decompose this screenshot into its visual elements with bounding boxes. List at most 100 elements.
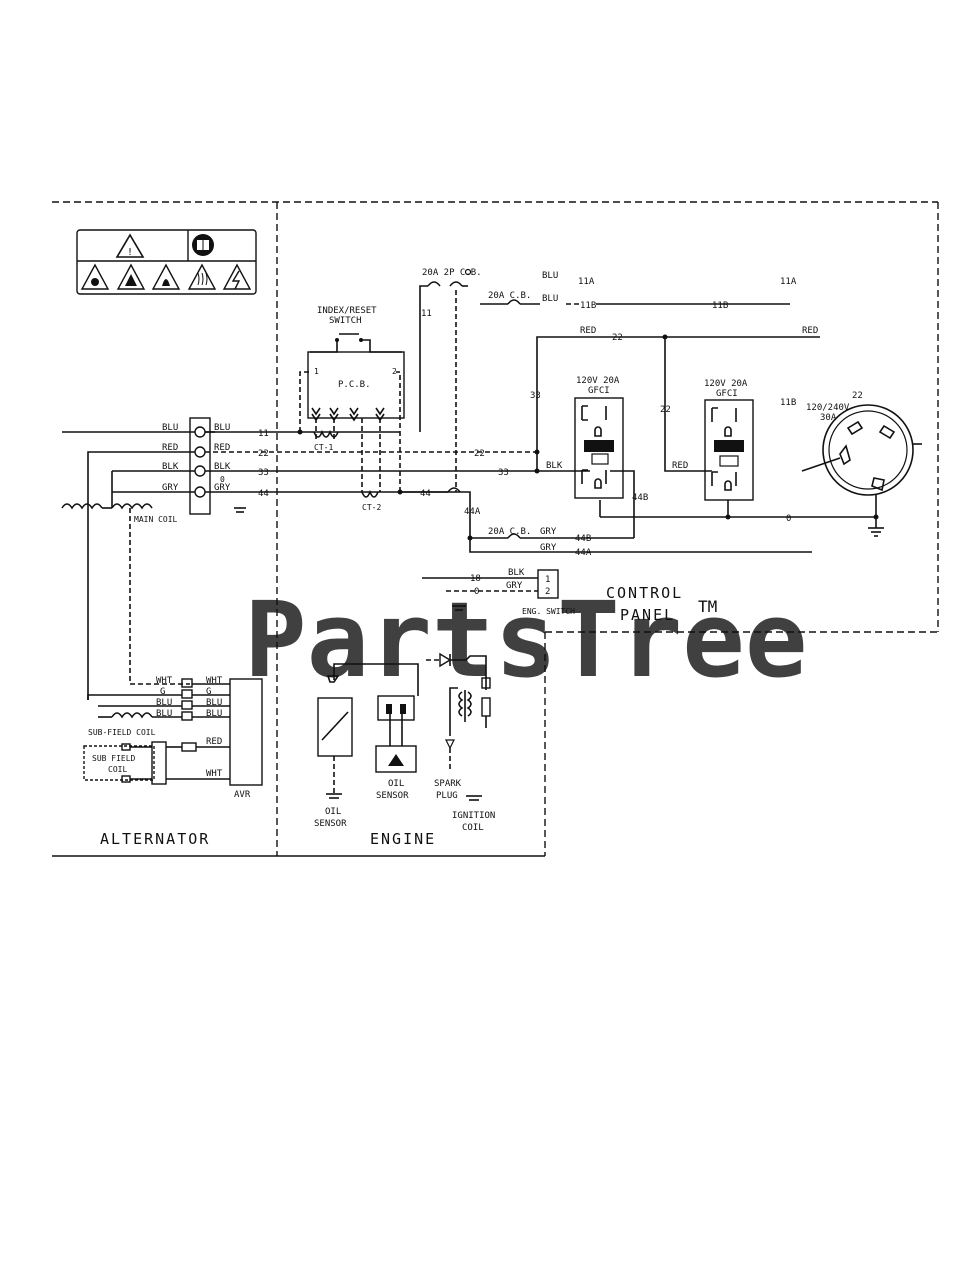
- wire-label-blk-in: BLK: [162, 462, 179, 472]
- sub-field-coil-label: SUB-FIELD COIL: [88, 728, 156, 737]
- avr-label: AVR: [234, 790, 251, 800]
- wire-label-11b-left: 11B: [580, 301, 596, 311]
- oil-sensor-b-label-2: SENSOR: [376, 791, 409, 801]
- eng-switch-pin-1: 1: [545, 575, 550, 585]
- avr-g-out: G: [206, 687, 211, 697]
- hazard-icons: [80, 263, 252, 290]
- wire-label-33-gfci1: 33: [498, 468, 509, 478]
- twistlock-receptacle: 22 120/240V 30A: [801, 391, 922, 496]
- wire-label-blu-cb: BLU: [542, 294, 558, 304]
- gfci2-label: 120V 20A: [704, 379, 748, 389]
- wire-label-0-alt: 0: [220, 475, 225, 484]
- wire-label-blk-gfci1: BLK: [546, 461, 563, 471]
- cb-20a-top-label: 20A C.B.: [488, 291, 531, 301]
- section-borders: [52, 201, 939, 857]
- wire-label-gry-out: GRY: [214, 483, 231, 493]
- pcb-label: P.C.B.: [338, 380, 371, 390]
- wire-label-18: 18: [470, 574, 481, 584]
- spark-plug-label-2: PLUG: [436, 791, 458, 801]
- wire-label-blk-sw: BLK: [508, 568, 525, 578]
- avr-wht-out: WHT: [206, 676, 223, 686]
- engine-switch: 18 0 BLK GRY 1 2 ENG. SWITCH: [422, 568, 575, 616]
- wire-label-11b-mid: 11B: [712, 301, 728, 311]
- wire-label-blk-out: BLK: [214, 462, 231, 472]
- svg-text:2: 2: [392, 367, 397, 376]
- breaker-2p: 20A 2P C.B. 11 BLU 11A 11A 20A C.B. BLU …: [419, 268, 797, 492]
- gfci-outlet-1: 120V 20A GFCI 44B: [574, 376, 648, 538]
- wire-label-22-tl: 22: [852, 391, 863, 401]
- index-reset-label: INDEX/RESET: [317, 306, 377, 316]
- avr-blu-in-1: BLU: [156, 698, 172, 708]
- wire-label-red-right: RED: [802, 326, 818, 336]
- watermark: PartsTree TM: [244, 579, 808, 701]
- wire-label-22-gfci1: 22: [474, 449, 485, 459]
- wire-label-44a-low: 44A: [575, 548, 592, 558]
- wire-label-33-vert: 33: [530, 391, 541, 401]
- ct1-label: CT-1: [314, 443, 333, 452]
- ct2-label: CT-2: [362, 503, 381, 512]
- wire-label-gry-in: GRY: [162, 483, 179, 493]
- sub-field-box-label: SUB FIELD: [92, 754, 136, 763]
- svg-text:1: 1: [314, 367, 319, 376]
- wire-label-gry-cb: GRY: [540, 527, 557, 537]
- neutral-bus: 0: [599, 495, 884, 537]
- wire-label-33: 33: [258, 468, 269, 478]
- wire-label-gry-low: GRY: [540, 543, 557, 553]
- svg-text:!: !: [127, 247, 133, 258]
- wire-label-44b: 44B: [632, 493, 648, 503]
- main-wires: MAIN COIL BLU BLU RED RED BLK BLK GRY GR…: [61, 423, 537, 700]
- wire-label-11-up: 11: [421, 309, 432, 319]
- control-panel-label: CONTROL: [606, 584, 683, 602]
- wire-label-44: 44: [258, 489, 269, 499]
- gfci-outlet-2: 120V 20A GFCI: [704, 379, 754, 520]
- wire-label-11a-left: 11A: [578, 277, 595, 287]
- warning-label: !: [76, 229, 257, 295]
- gry-circuit: 44 44A 20A C.B. GRY 44B GRY 44A: [400, 487, 812, 558]
- avr-connectors: [181, 678, 230, 721]
- engine-section-label: ENGINE: [370, 830, 436, 848]
- wire-label-red-in: RED: [162, 443, 178, 453]
- ignition-coil-label: IGNITION: [452, 811, 495, 821]
- wire-label-red-out: RED: [214, 443, 230, 453]
- wire-label-22-bus: 22: [612, 333, 623, 343]
- eng-switch-label: ENG. SWITCH: [522, 607, 575, 616]
- twistlock-label: 120/240V: [806, 403, 850, 413]
- ignition-coil-label-2: COIL: [462, 823, 484, 833]
- gfci2-label-2: GFCI: [716, 389, 738, 399]
- index-reset-switch: [310, 333, 402, 353]
- warning-triangle-icon: !: [115, 233, 145, 258]
- wire-label-11: 11: [258, 429, 269, 439]
- oil-sensor-a-label-2: SENSOR: [314, 819, 347, 829]
- wire-label-gry-sw: GRY: [506, 581, 523, 591]
- avr-blu-out-2: BLU: [206, 709, 222, 719]
- engine-components: OIL SENSOR OIL SENSOR SPARK PLUG IGNITIO…: [314, 652, 495, 833]
- watermark-text: PartsTree: [244, 579, 808, 701]
- main-coil-label: MAIN COIL: [134, 515, 178, 524]
- index-reset-label-2: SWITCH: [329, 316, 362, 326]
- wire-label-11a-right: 11A: [780, 277, 797, 287]
- avr-wht-label-low: WHT: [206, 769, 223, 779]
- avr-red-label: RED: [206, 737, 222, 747]
- control-panel-label-2: PANEL: [620, 606, 675, 624]
- pcb-assembly: INDEX/RESET SWITCH 1 2 P.C.B. CT-1 CT-2: [297, 306, 405, 512]
- avr-section: AVR WHT WHT G G BLU BLU BLU BLU SUB-FIEL…: [83, 676, 263, 800]
- watermark-tm: TM: [698, 597, 717, 616]
- oil-sensor-b-label: OIL: [388, 779, 404, 789]
- avr-blu-in-2: BLU: [156, 709, 172, 719]
- wire-label-22: 22: [258, 449, 269, 459]
- alternator-section-label: ALTERNATOR: [100, 830, 210, 848]
- manual-book-icon: [192, 234, 214, 256]
- wire-label-22-vert: 22: [660, 405, 671, 415]
- eng-switch-pin-2: 2: [545, 587, 550, 597]
- wire-label-blu-in: BLU: [162, 423, 178, 433]
- avr-g-in: G: [160, 687, 165, 697]
- avr-wht-in: WHT: [156, 676, 173, 686]
- sub-field-box-label-2: COIL: [108, 765, 127, 774]
- wire-label-blu-out: BLU: [214, 423, 230, 433]
- cb-2p-label: 20A 2P C.B.: [422, 268, 482, 278]
- gfci1-label-2: GFCI: [588, 386, 610, 396]
- red-bus: RED 22 RED 33 22 RED BLK 33 22: [474, 326, 820, 478]
- wire-label-red-gfci2: RED: [672, 461, 688, 471]
- wire-label-44a-vert: 44A: [464, 507, 481, 517]
